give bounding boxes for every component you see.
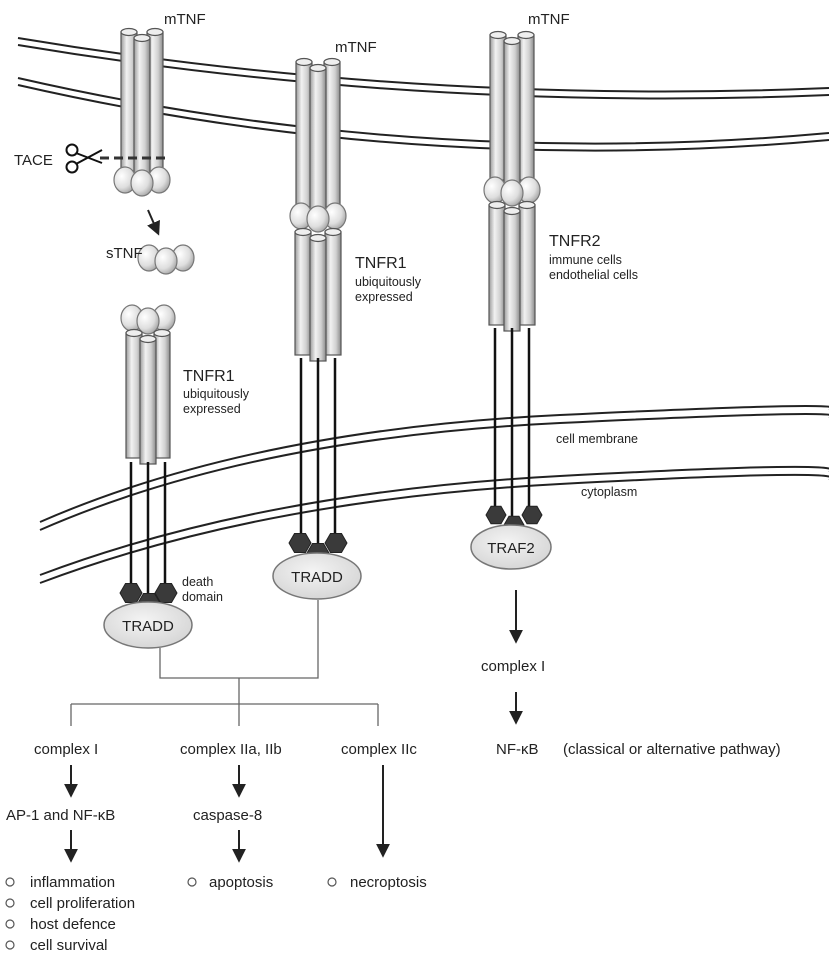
tnfr1-left-cylinder-top (125, 328, 143, 338)
tace-cleavage (65, 143, 165, 174)
cell-membrane-label: cell membrane (556, 432, 638, 446)
stnf-label: sTNF (106, 245, 143, 262)
complex-1-tnfr2: complex I (481, 658, 545, 675)
tace-label: TACE (14, 152, 53, 169)
tnfr1-middle-label: TNFR1 (355, 255, 407, 272)
mtnf-left-label: mTNF (164, 11, 206, 28)
tnfr1-left-cylinder-top (139, 334, 157, 344)
death-domain-icon (154, 583, 178, 603)
death-domain-label-1: death (182, 575, 213, 589)
tnfr1-pathway-connector (70, 600, 379, 726)
tnfr2-cylinder (503, 210, 521, 332)
scissors-icon (65, 143, 103, 174)
tnfr1-middle-sub1: ubiquitously (355, 275, 422, 289)
mtnf-left-cylinder-top (146, 27, 164, 37)
complex-2c: complex IIc (341, 741, 417, 758)
complex-2ab: complex IIa, IIb (180, 741, 282, 758)
bullet-icon (187, 877, 197, 887)
tnfr1-middle-cylinder-top (324, 227, 342, 237)
tnfr1-middle-cylinder (309, 237, 327, 362)
tnfr1-left-label: TNFR1 (183, 368, 235, 385)
tnfr1-left-ligand-ball (136, 307, 160, 335)
cleavage-arrow (147, 209, 160, 236)
apoptosis-label: apoptosis (209, 874, 273, 891)
cytoplasm-label: cytoplasm (581, 485, 637, 499)
mtnf-right-label: mTNF (528, 11, 570, 28)
mtnf-middle-cylinder (309, 67, 327, 214)
necroptosis-label: necroptosis (350, 874, 427, 891)
ap1-nfkb-label: AP-1 and NF-κB (6, 807, 115, 824)
tnfr2-label: TNFR2 (549, 233, 601, 250)
stnf-ball (154, 247, 178, 275)
tnfr1-left-sub2: expressed (183, 402, 241, 416)
receptor-glyphs (113, 27, 543, 613)
mtnf-middle-cylinder-top (309, 63, 327, 73)
tnfr1-middle-cylinder (294, 231, 312, 356)
tnfr1-left-sub1: ubiquitously (183, 387, 250, 401)
outcome-item: inflammation (30, 874, 115, 891)
mtnf-right-cylinder-top (503, 36, 521, 46)
cell-membrane-lines (39, 405, 829, 584)
tnfr2-sub1: immune cells (549, 253, 622, 267)
traf2-domain-icon (521, 505, 543, 525)
tradd-middle-label: TRADD (291, 569, 343, 586)
bullet-icon (327, 877, 337, 887)
tnfr1-middle-sub2: expressed (355, 290, 413, 304)
death-domain-icon (324, 533, 348, 553)
mtnf-middle-label: mTNF (335, 39, 377, 56)
mtnf-left-cylinder-top (120, 27, 138, 37)
traf2: TRAF2 (470, 524, 552, 570)
tradd-left-label: TRADD (122, 618, 174, 635)
tnfr1-middle-cylinder (324, 231, 342, 356)
tnfr2-cylinder-top (518, 200, 536, 210)
tnfr1-left-cylinder-top (153, 328, 171, 338)
traf2-domain-icon (485, 505, 507, 525)
outcome-item: host defence (30, 916, 116, 933)
death-domain-icon (288, 533, 312, 553)
nfkb-note: (classical or alternative pathway) (563, 741, 781, 758)
traf2-label: TRAF2 (487, 540, 535, 557)
tnfr1-middle-cylinder-top (294, 227, 312, 237)
complex-1-tnfr1: complex I (34, 741, 98, 758)
outcome-item: cell survival (30, 937, 108, 954)
bullet-icon (5, 940, 15, 950)
death-domain-icon (119, 583, 143, 603)
mtnf-right-cylinder (503, 40, 521, 187)
caspase8-label: caspase-8 (193, 807, 262, 824)
bullet-icon (5, 898, 15, 908)
death-domain-label-2: domain (182, 590, 223, 604)
tnfr2-cylinder-top (503, 206, 521, 216)
mtnf-middle-head-ball (306, 205, 330, 233)
tnfr1-middle-cylinder-top (309, 233, 327, 243)
outcome-item: cell proliferation (30, 895, 135, 912)
mtnf-right-cylinder-top (517, 30, 535, 40)
tnfr2-cylinder (488, 204, 506, 326)
nfkb-label: NF-κB (496, 741, 539, 758)
bullet-icon (5, 877, 15, 887)
tradd-middle: TRADD (272, 552, 362, 600)
bullet-icon (5, 919, 15, 929)
tnfr2-sub2: endothelial cells (549, 268, 638, 282)
mtnf-middle-cylinder-top (295, 57, 313, 67)
tnfr2-cylinder (518, 204, 536, 326)
tnfr1-left-cylinder (139, 338, 157, 465)
tradd-left: TRADD (103, 601, 193, 649)
mtnf-right-head-ball (500, 179, 524, 207)
tnfr2-cylinder-top (488, 200, 506, 210)
mtnf-left-cylinder-top (133, 33, 151, 43)
outcomes-complex-1: inflammation cell proliferation host def… (5, 874, 135, 954)
mtnf-right-cylinder-top (489, 30, 507, 40)
mtnf-left-head-ball (130, 169, 154, 197)
mtnf-middle-cylinder-top (323, 57, 341, 67)
